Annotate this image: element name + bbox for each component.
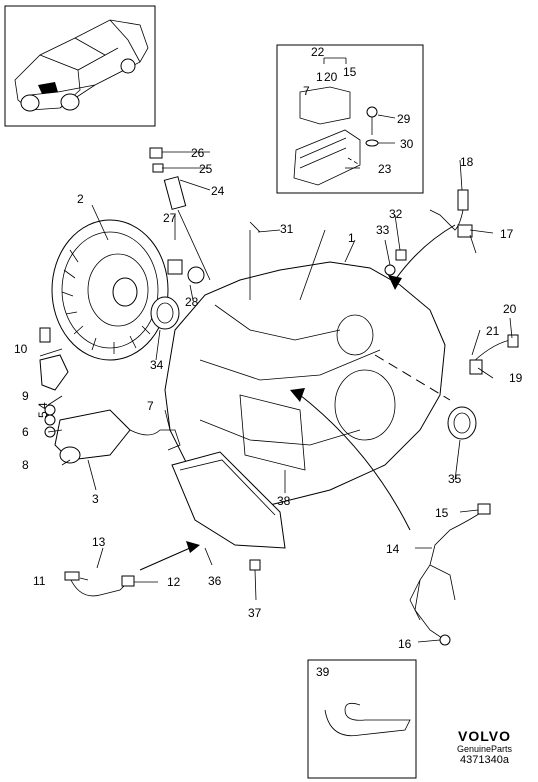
callout-7: 7 bbox=[147, 399, 154, 413]
control-module-inset bbox=[276, 44, 424, 194]
callout-14: 14 bbox=[386, 542, 400, 556]
callout-27: 27 bbox=[163, 211, 177, 225]
callout-2: 2 bbox=[77, 192, 84, 206]
callout-15: 15 bbox=[435, 506, 449, 520]
callout-13: 13 bbox=[92, 535, 106, 549]
callout-26: 26 bbox=[191, 146, 205, 160]
callout-12: 12 bbox=[167, 575, 181, 589]
brand-subtitle: GenuineParts bbox=[456, 744, 513, 754]
callout-3: 3 bbox=[92, 492, 99, 506]
callout-10: 10 bbox=[14, 342, 28, 356]
callout-7-inset: 7 bbox=[303, 84, 310, 98]
callout-16: 16 bbox=[398, 637, 412, 651]
inset-callout-15: 15 bbox=[343, 65, 357, 79]
filler-tube bbox=[149, 147, 211, 281]
callout-31: 31 bbox=[280, 222, 294, 236]
vehicle-thumbnail bbox=[4, 5, 156, 127]
torque-converter bbox=[51, 219, 169, 361]
seal-rings bbox=[150, 259, 477, 440]
wiring-harness bbox=[64, 503, 491, 646]
inset-callout-1: 1 bbox=[316, 70, 323, 84]
callout-24: 24 bbox=[211, 184, 225, 198]
callout-34: 34 bbox=[150, 358, 164, 372]
callout-28: 28 bbox=[185, 295, 199, 309]
cable-tie-inset bbox=[307, 659, 417, 779]
callout-21: 21 bbox=[486, 324, 500, 338]
callout-11: 11 bbox=[33, 574, 46, 588]
callout-5: 5 bbox=[36, 411, 50, 418]
callout-19: 19 bbox=[509, 371, 523, 385]
callout-9: 9 bbox=[22, 389, 29, 403]
callout-23: 23 bbox=[378, 162, 392, 176]
oil-pan bbox=[171, 451, 286, 549]
callout-18: 18 bbox=[460, 155, 474, 169]
callout-4: 4 bbox=[36, 402, 50, 409]
callout-38: 38 bbox=[277, 494, 291, 508]
callout-35: 35 bbox=[448, 472, 462, 486]
callout-22: 22 bbox=[311, 45, 325, 59]
callout-6: 6 bbox=[22, 425, 29, 439]
callout-17: 17 bbox=[500, 227, 514, 241]
leader-lines bbox=[39, 114, 513, 643]
direction-arrows bbox=[139, 224, 456, 571]
callout-20-inset: 20 bbox=[324, 70, 338, 84]
transmission-housing bbox=[164, 230, 446, 506]
callout-39: 39 bbox=[316, 665, 330, 679]
callout-29: 29 bbox=[397, 112, 411, 126]
callout-1: 1 bbox=[348, 231, 355, 245]
callout-33: 33 bbox=[376, 223, 390, 237]
speed-sensors bbox=[429, 189, 519, 375]
selector-sensor bbox=[39, 327, 181, 464]
callout-25: 25 bbox=[199, 162, 213, 176]
callout-30: 30 bbox=[400, 137, 414, 151]
diagram-code: 4371340a bbox=[460, 754, 509, 766]
callout-36: 36 bbox=[208, 574, 222, 588]
volvo-brand-block: VOLVO GenuineParts 4371340a bbox=[437, 728, 532, 766]
callout-32: 32 bbox=[389, 207, 403, 221]
callout-8: 8 bbox=[22, 458, 29, 472]
callout-20: 20 bbox=[503, 302, 517, 316]
callout-37: 37 bbox=[248, 606, 262, 620]
brand-name: VOLVO bbox=[458, 728, 511, 744]
